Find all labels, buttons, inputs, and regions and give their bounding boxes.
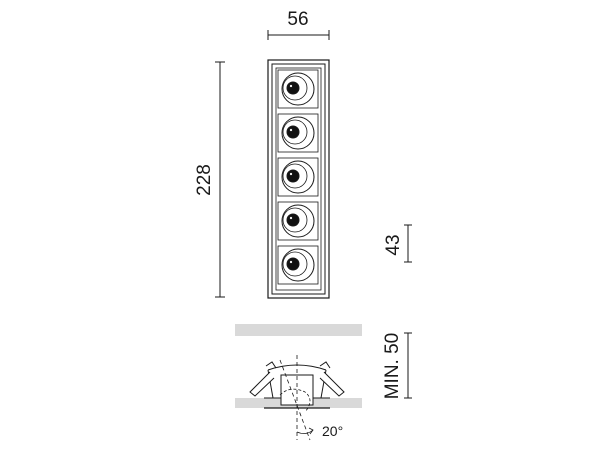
lens-icon — [286, 213, 300, 227]
height-dimension — [215, 61, 225, 298]
led-module — [277, 69, 319, 109]
tilt-indicator — [279, 355, 314, 441]
lens-highlight — [288, 127, 294, 133]
lens-highlight — [288, 171, 294, 177]
module-ring — [281, 248, 315, 282]
module-cell — [277, 157, 319, 197]
axis-tilted — [279, 359, 311, 441]
inner-frame — [271, 63, 326, 295]
led-module — [277, 157, 319, 197]
min-ceiling-dimension — [404, 332, 412, 399]
module-cell — [277, 69, 319, 109]
lens-icon — [286, 81, 300, 95]
module-inner-ring — [282, 163, 308, 189]
module-inner-ring — [282, 207, 308, 233]
module-ring — [281, 116, 315, 150]
lens-highlight — [288, 259, 294, 265]
lens-highlight — [288, 215, 294, 221]
lens-icon — [286, 169, 300, 183]
depth-label: 43 — [383, 234, 404, 255]
depth-dimension — [404, 224, 412, 263]
led-module — [277, 201, 319, 241]
height-label: 228 — [194, 164, 215, 196]
lens-highlight — [288, 83, 294, 89]
clip-left-top — [265, 361, 277, 369]
outer-frame — [267, 59, 330, 299]
width-dimension — [267, 30, 330, 40]
module-ring — [281, 72, 315, 106]
angle-arrow — [308, 427, 314, 435]
module-ring — [281, 160, 315, 194]
spring-clip-left — [249, 371, 275, 397]
module-ring — [281, 204, 315, 238]
module-inner-ring — [282, 75, 308, 101]
lens-icon — [286, 125, 300, 139]
module-cell — [277, 113, 319, 153]
fixture-top-view — [267, 59, 330, 299]
module-inner-ring — [282, 251, 308, 277]
inner-trim — [275, 67, 322, 291]
module-cell — [277, 201, 319, 241]
angle-arc — [296, 429, 314, 434]
spring-clip-right — [319, 371, 345, 397]
tilt-angle-label: 20° — [322, 423, 343, 439]
led-module — [277, 245, 319, 285]
clip-right-top — [319, 361, 331, 369]
min-ceiling-label: MIN. 50 — [382, 333, 403, 400]
module-cell — [277, 245, 319, 285]
led-module — [277, 113, 319, 153]
module-inner-ring — [282, 119, 308, 145]
lens-icon — [286, 257, 300, 271]
led-modules — [277, 69, 319, 285]
width-label: 56 — [287, 9, 308, 30]
ceiling-slab-top — [235, 324, 362, 336]
tilt-arc — [279, 388, 311, 413]
